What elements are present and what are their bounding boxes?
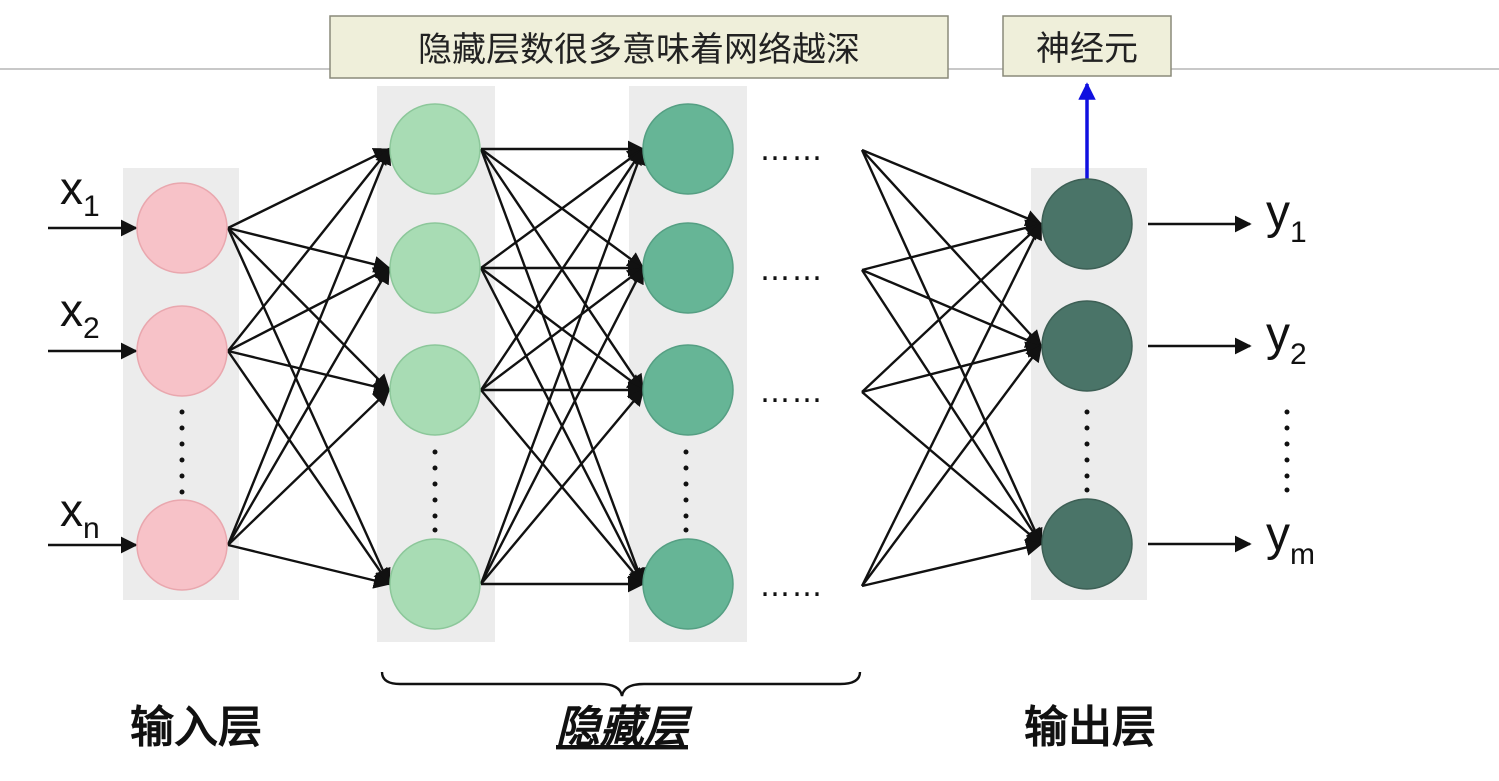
hidden-output-edge	[861, 344, 1043, 587]
y-vertical-ellipsis	[1284, 409, 1290, 493]
hidden1-hidden2-edge	[480, 388, 645, 585]
input-node-n	[136, 499, 228, 591]
output-layer-label: 输出层	[1024, 702, 1156, 753]
input-hidden1-edge	[226, 147, 392, 546]
output-label-y2: y2	[1266, 308, 1307, 371]
hidden1-node-2	[389, 222, 481, 314]
input-label-x2: x2	[60, 284, 100, 345]
output-node-1	[1041, 178, 1133, 270]
hidden1-node-last	[389, 538, 481, 630]
input-hidden1-edge	[227, 266, 391, 353]
horizontal-ellipsis-1: ……	[760, 133, 824, 168]
neuron-callout-text: 神经元	[1036, 29, 1138, 69]
output-node-2	[1041, 300, 1133, 392]
output-label-ym: ym	[1266, 508, 1315, 571]
hidden-layer-label: 隐藏层	[556, 702, 693, 753]
hidden1-node-3	[389, 344, 481, 436]
hidden-output-edge	[860, 222, 1043, 587]
input-hidden1-edge	[227, 147, 391, 352]
input-label-x1: x1	[60, 162, 100, 223]
input-vertical-ellipsis	[179, 409, 185, 495]
horizontal-ellipsis-2: ……	[760, 253, 824, 288]
input-hidden1-edge	[226, 266, 391, 546]
hidden-output-edge	[860, 149, 1043, 546]
edges-hidden1-to-hidden2	[479, 140, 646, 593]
hidden1-hidden2-edge	[479, 266, 645, 585]
hidden2-node-last	[642, 538, 734, 630]
input-hidden1-edge	[227, 349, 391, 395]
hidden-output-edge	[861, 341, 1043, 394]
hidden-output-edge	[861, 539, 1043, 588]
hidden-layers-brace	[380, 671, 862, 697]
output-vertical-ellipsis	[1084, 409, 1090, 493]
hidden2-node-1	[642, 103, 734, 195]
hidden-depth-callout-box	[329, 15, 949, 79]
hidden1-hidden2-edge	[480, 266, 645, 391]
edges-hiddenN-to-output	[860, 148, 1043, 588]
hidden2-vertical-ellipsis	[683, 449, 689, 533]
input-hidden1-edge	[227, 388, 391, 546]
input-hidden1-edge	[227, 147, 391, 230]
hidden2-node-2	[642, 222, 734, 314]
input-label-xn: xn	[60, 484, 100, 545]
hidden1-hidden2-edge	[480, 147, 644, 391]
hidden1-vertical-ellipsis	[432, 449, 438, 533]
hidden1-hidden2-edge	[480, 148, 645, 269]
input-hidden1-edge	[227, 543, 391, 589]
edges-input-to-hidden1	[226, 147, 392, 589]
input-layer-label: 输入层	[130, 702, 262, 753]
hidden-output-edge	[861, 148, 1043, 226]
horizontal-ellipsis-4: ……	[760, 569, 824, 604]
hidden-output-edge	[861, 222, 1043, 393]
hidden2-node-3	[642, 344, 734, 436]
hidden1-hidden2-edge	[479, 147, 646, 585]
input-hidden1-edge	[227, 226, 391, 273]
neuron-callout-box	[1002, 15, 1172, 77]
input-node-1	[136, 182, 228, 274]
output-node-m	[1041, 498, 1133, 590]
hidden-depth-callout-text: 隐藏层数很多意味着网络越深	[418, 30, 860, 70]
input-node-2	[136, 305, 228, 397]
hidden-output-edge	[861, 219, 1043, 272]
output-label-y1: y1	[1266, 186, 1307, 249]
hidden1-node-1	[389, 103, 481, 195]
horizontal-ellipsis-3: ……	[760, 375, 824, 410]
